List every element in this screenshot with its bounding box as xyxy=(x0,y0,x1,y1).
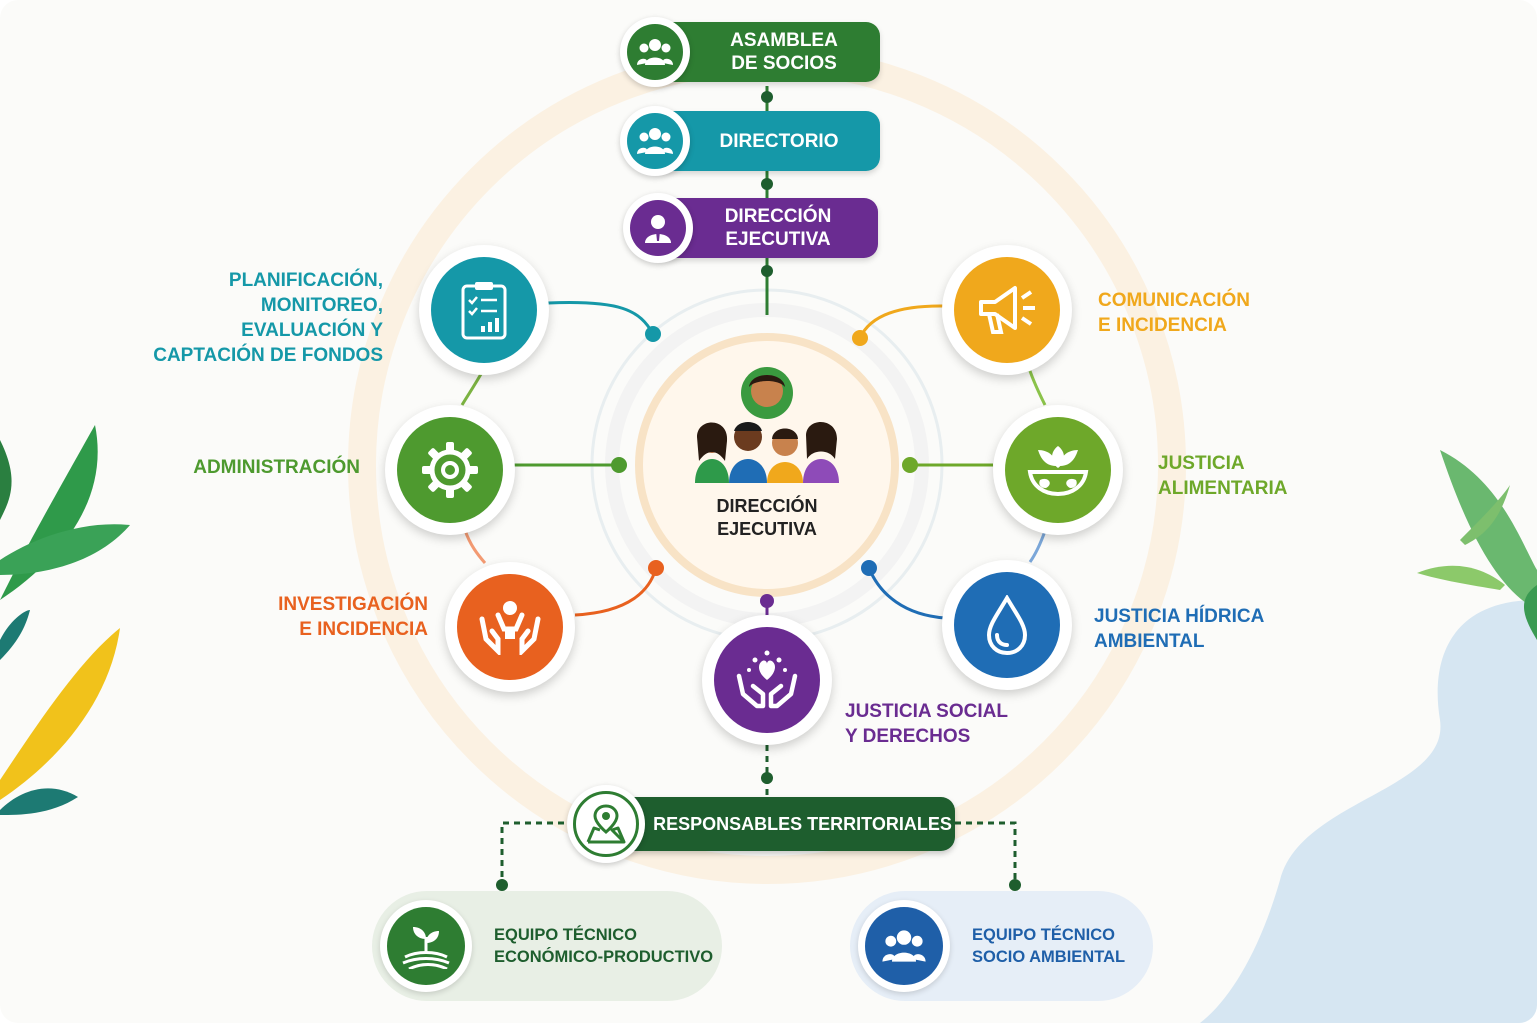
community-people-illustration xyxy=(695,367,839,483)
raised-hands-icon xyxy=(479,601,541,655)
territorial-box: RESPONSABLES TERRITORIALES xyxy=(610,797,955,851)
group-icon xyxy=(637,128,673,154)
water-drop-icon xyxy=(986,595,1028,655)
gear-icon xyxy=(422,442,478,498)
node-comunicacion[interactable] xyxy=(942,245,1072,375)
plant-bowl-icon xyxy=(1027,446,1089,497)
group-icon xyxy=(637,39,673,65)
team-socio-label: EQUIPO TÉCNICO SOCIO AMBIENTAL xyxy=(972,926,1126,966)
right-leaves-decoration xyxy=(1417,450,1537,640)
asamblea-icon-badge xyxy=(620,17,690,87)
label-administracion: ADMINISTRACIÓN xyxy=(193,457,360,478)
team-economico[interactable]: EQUIPO TÉCNICO ECONÓMICO-PRODUCTIVO xyxy=(372,891,722,1001)
megaphone-icon xyxy=(979,286,1035,334)
label-investigacion: INVESTIGACIÓN E INCIDENCIA xyxy=(278,594,428,640)
node-social[interactable] xyxy=(702,615,832,745)
node-hidrica[interactable] xyxy=(942,560,1072,690)
sprout-icon xyxy=(402,927,450,969)
blue-blob xyxy=(1200,600,1537,1023)
center-hub: DIRECCIÓN EJECUTIVA xyxy=(667,365,867,565)
person-icon xyxy=(645,215,671,243)
node-investigacion[interactable] xyxy=(445,562,575,692)
left-leaves-decoration xyxy=(0,425,130,815)
territorial-label: RESPONSABLES TERRITORIALES xyxy=(653,813,952,834)
node-planificacion[interactable] xyxy=(419,245,549,375)
direccion-box: DIRECCIÓN EJECUTIVA xyxy=(648,198,878,258)
label-alimentaria: JUSTICIA ALIMENTARIA xyxy=(1158,453,1288,499)
directorio-box: DIRECTORIO xyxy=(648,111,880,171)
heart-hands-icon xyxy=(736,650,798,709)
territorial-icon-badge xyxy=(567,785,645,863)
clipboard-chart-icon xyxy=(461,282,507,340)
label-hidrica: JUSTICIA HÍDRICA AMBIENTAL xyxy=(1094,606,1265,652)
map-pin-icon xyxy=(586,804,626,844)
label-comunicacion: COMUNICACIÓN E INCIDENCIA xyxy=(1098,290,1250,336)
asamblea-label: ASAMBLEA DE SOCIOS xyxy=(730,30,838,74)
directorio-icon-badge xyxy=(620,106,690,176)
node-administracion[interactable] xyxy=(385,405,515,535)
direccion-icon-badge xyxy=(623,193,693,263)
team-socio[interactable]: EQUIPO TÉCNICO SOCIO AMBIENTAL xyxy=(850,891,1153,1001)
center-label: DIRECCIÓN EJECUTIVA xyxy=(716,496,818,539)
direccion-label: DIRECCIÓN EJECUTIVA xyxy=(724,206,832,250)
team-economico-label: EQUIPO TÉCNICO ECONÓMICO-PRODUCTIVO xyxy=(494,926,714,966)
group-icon xyxy=(882,930,926,962)
label-social: JUSTICIA SOCIAL Y DERECHOS xyxy=(845,701,1008,747)
label-planificacion: PLANIFICACIÓN, MONITOREO, EVALUACIÓN Y C… xyxy=(153,270,383,366)
directorio-label: DIRECTORIO xyxy=(719,130,839,152)
node-alimentaria[interactable] xyxy=(993,405,1123,535)
